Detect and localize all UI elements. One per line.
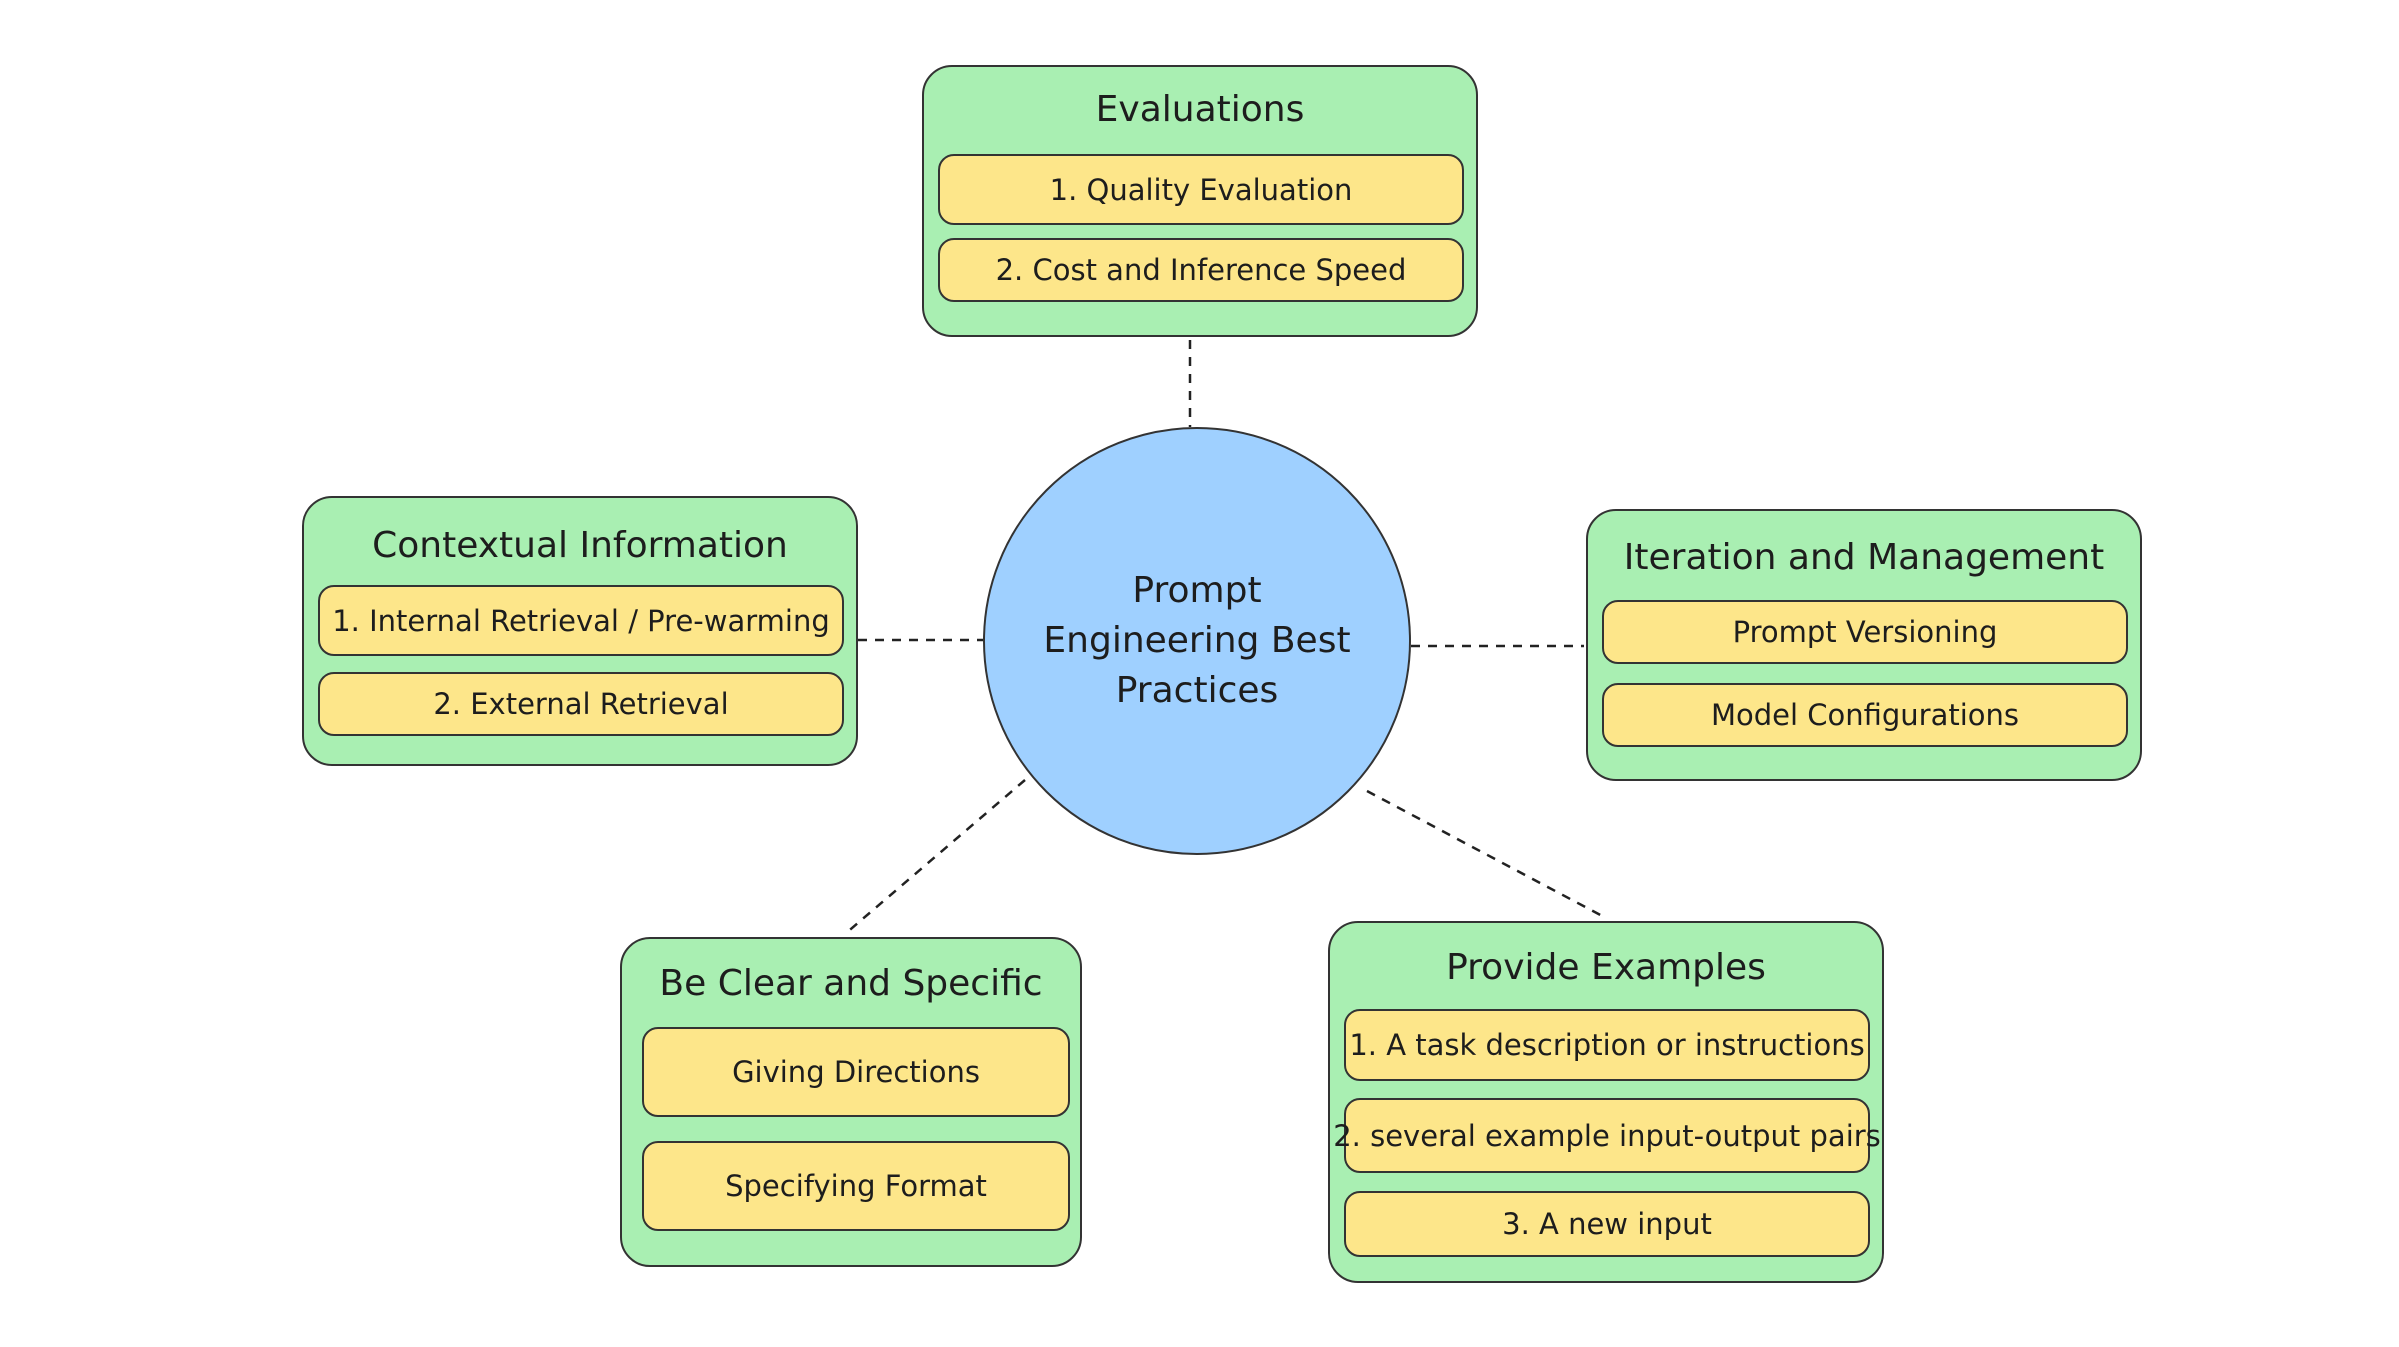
- connector-clear: [844, 779, 1026, 935]
- center-node: Prompt Engineering Best Practices: [983, 427, 1411, 855]
- group-title-contextual-information: Contextual Information: [372, 525, 788, 566]
- item-model-configurations: Model Configurations: [1602, 683, 2128, 747]
- connector-examples: [1366, 789, 1607, 920]
- group-provide-examples: Provide Examples 1. A task description o…: [1328, 921, 1884, 1283]
- item-example-input-output: 2. several example input-output pairs: [1333, 1098, 1881, 1173]
- item-quality-evaluation: 1. Quality Evaluation: [938, 154, 1464, 225]
- group-title-iteration-management: Iteration and Management: [1623, 537, 2105, 578]
- center-title: Prompt Engineering Best Practices: [1043, 570, 1351, 711]
- item-cost-inference-speed: 2. Cost and Inference Speed: [938, 238, 1464, 302]
- item-internal-retrieval: 1. Internal Retrieval / Pre-warming: [318, 585, 844, 656]
- item-external-retrieval: 2. External Retrieval: [318, 672, 844, 736]
- item-new-input: 3. A new input: [1344, 1191, 1870, 1257]
- item-prompt-versioning: Prompt Versioning: [1602, 600, 2128, 664]
- item-giving-directions: Giving Directions: [642, 1027, 1070, 1117]
- group-iteration-management: Iteration and Management Prompt Versioni…: [1586, 509, 2142, 781]
- group-evaluations: Evaluations 1. Quality Evaluation 2. Cos…: [922, 65, 1478, 337]
- group-title-provide-examples: Provide Examples: [1446, 947, 1766, 988]
- group-title-be-clear-specific: Be Clear and Specific: [659, 963, 1043, 1004]
- item-specifying-format: Specifying Format: [642, 1141, 1070, 1231]
- group-title-evaluations: Evaluations: [1095, 89, 1305, 130]
- group-contextual-information: Contextual Information 1. Internal Retri…: [302, 496, 858, 766]
- item-task-description: 1. A task description or instructions: [1344, 1009, 1870, 1081]
- group-be-clear-specific: Be Clear and Specific Giving Directions …: [620, 937, 1082, 1267]
